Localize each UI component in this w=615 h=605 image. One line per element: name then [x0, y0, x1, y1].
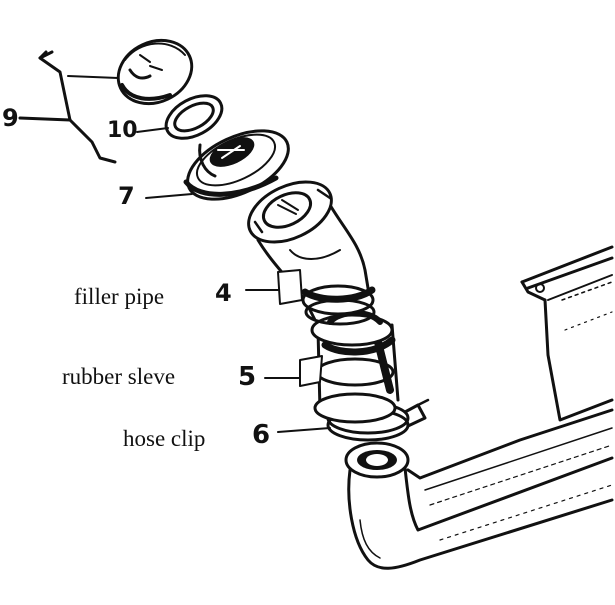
- filler-pipe: [247, 180, 376, 326]
- label-rubber-sleeve: rubber sleve: [62, 364, 176, 389]
- filler-neck: [183, 129, 290, 201]
- part-number-5: 5: [238, 362, 257, 392]
- bracket-9: [18, 50, 117, 164]
- part-number-6: 6: [252, 420, 271, 450]
- label-hose-clip: hose clip: [123, 426, 206, 451]
- part-number-9: 9: [2, 104, 19, 132]
- filler-cap: [116, 38, 194, 106]
- lower-pipe: [344, 408, 614, 570]
- part-number-10: 10: [107, 118, 138, 143]
- fuel-tank: [520, 245, 614, 422]
- part-number-4: 4: [215, 279, 232, 307]
- rubber-sleeve: [310, 310, 400, 424]
- gasket: [164, 94, 224, 140]
- part-number-7: 7: [118, 182, 135, 210]
- label-filler-pipe: filler pipe: [74, 284, 165, 309]
- leader-lines: [67, 75, 331, 433]
